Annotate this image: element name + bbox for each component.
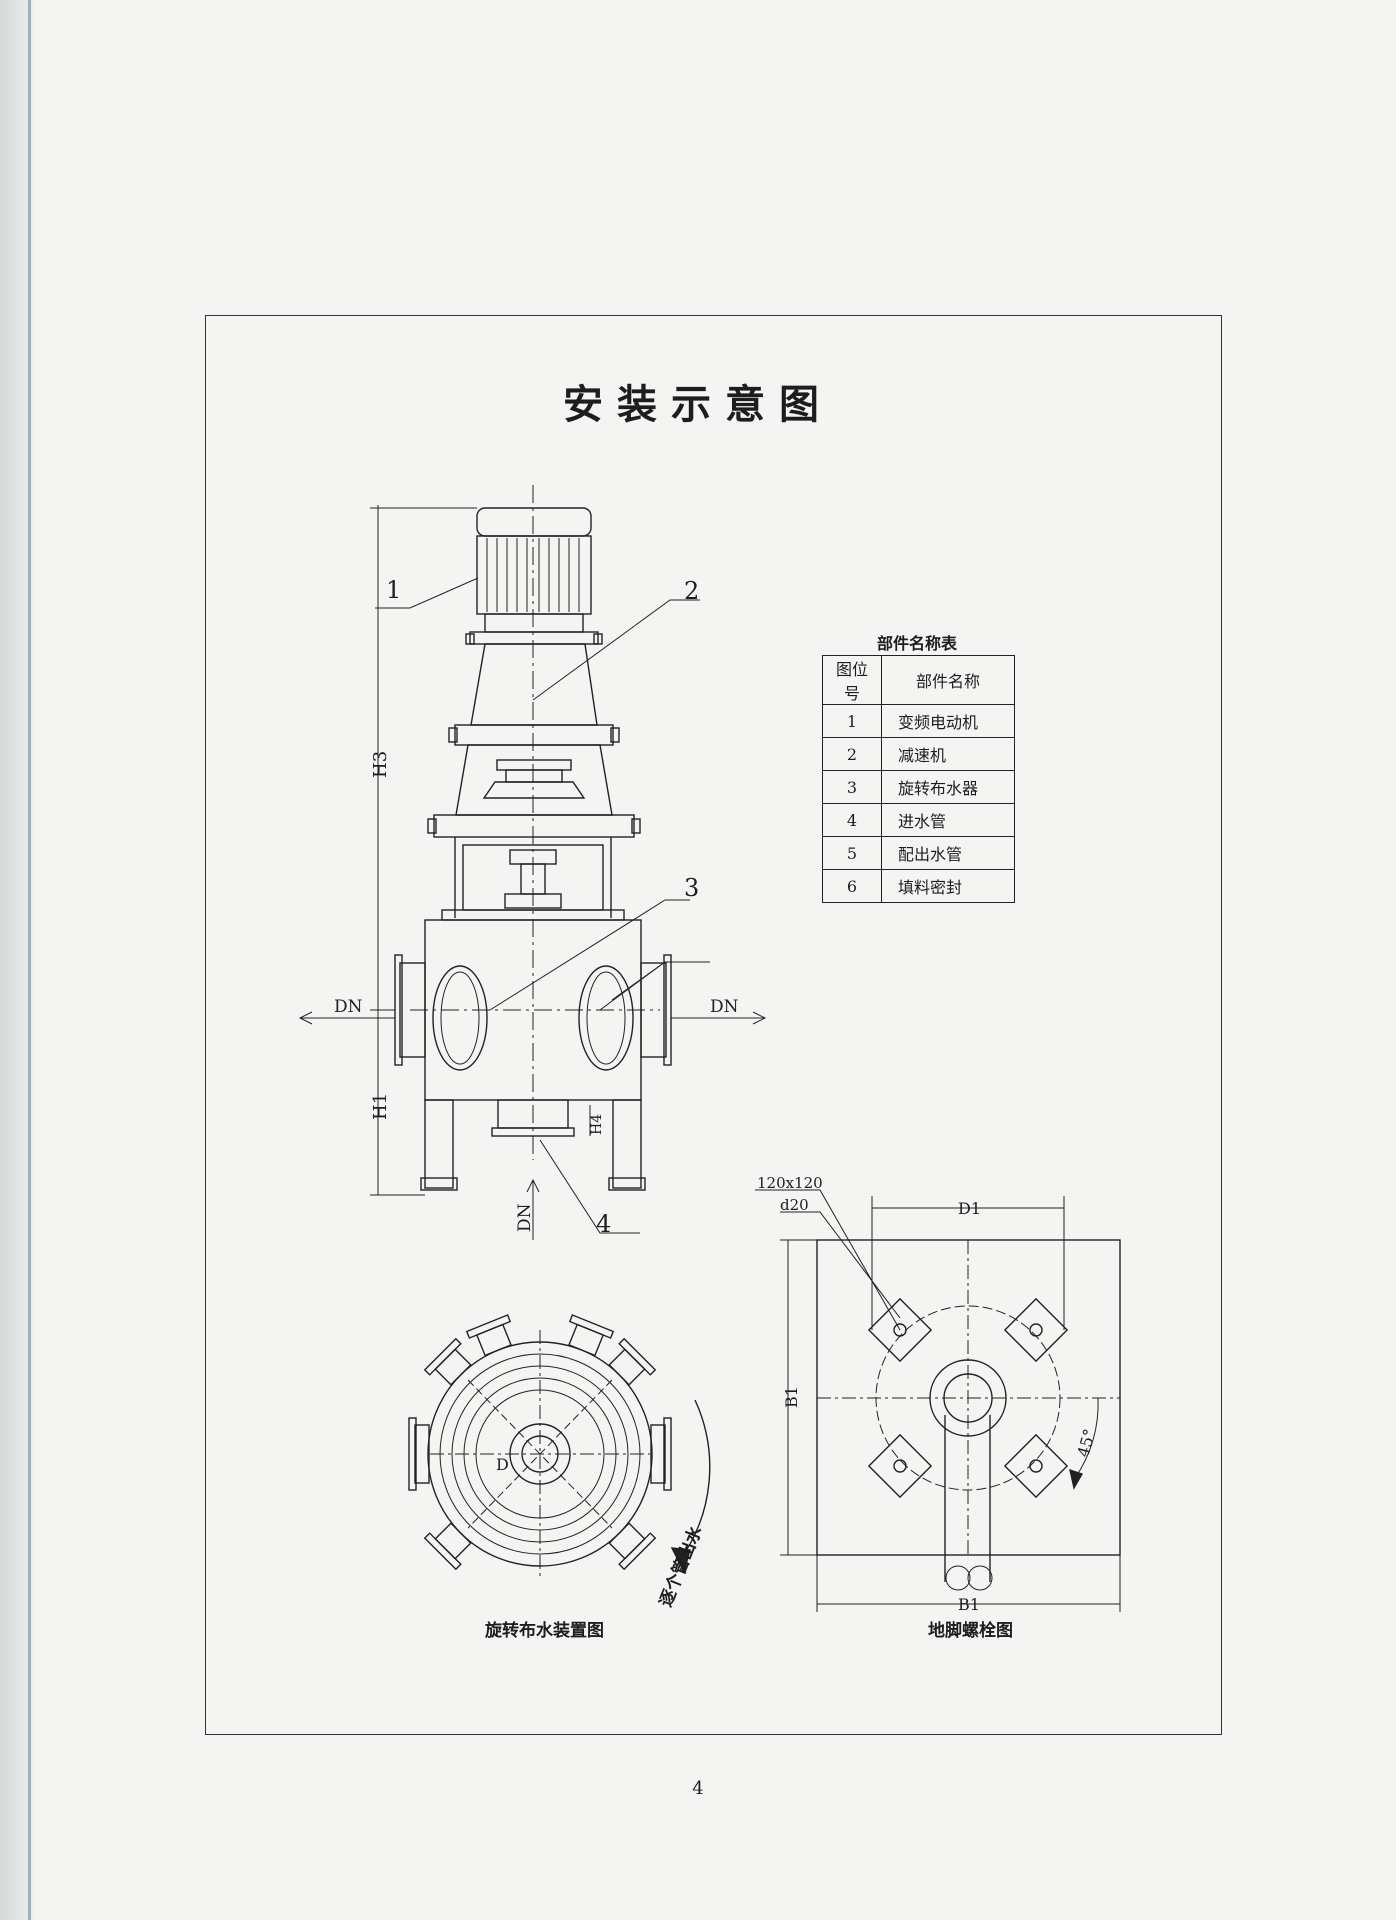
tank-drawing: [394, 919, 672, 1191]
callout-2: 2: [684, 577, 699, 605]
distributor-d-label: D: [496, 1455, 509, 1474]
flow-arrows: [298, 1011, 767, 1240]
row-name: 填料密封: [881, 869, 1015, 903]
distributor-caption: 旋转布水装置图: [484, 1620, 604, 1641]
row-num: 6: [822, 869, 882, 903]
row-name: 旋转布水器: [881, 770, 1015, 804]
binding-edge-line: [28, 0, 31, 1920]
page-title: 安装示意图: [563, 381, 833, 428]
b1-side-label: B1: [782, 1386, 801, 1408]
dim-h3: H3: [370, 751, 391, 778]
pad-label: 120x120: [757, 1174, 823, 1192]
row-name: 配出水管: [881, 836, 1015, 870]
bolt-pads: [867, 1297, 1069, 1499]
bolt-label: d20: [780, 1196, 809, 1214]
b1-bottom-label: B1: [958, 1595, 980, 1614]
coupling-frame: [441, 837, 625, 921]
callout-4: 4: [596, 1210, 611, 1238]
drawing-frame: [205, 315, 1222, 1735]
row-name: 变频电动机: [881, 704, 1015, 738]
anchor-bolt-view: [755, 1189, 1121, 1612]
dimension-lines: [370, 505, 591, 1196]
reducer-drawing: [427, 643, 641, 838]
dim-h4: H4: [589, 1114, 605, 1135]
callout-leaders: [375, 577, 710, 1234]
parts-table-caption: 部件名称表: [876, 634, 957, 653]
motor-drawing: [465, 507, 603, 645]
d1-label: D1: [958, 1199, 981, 1218]
rotation-label: 逐个管出水: [655, 1522, 707, 1610]
page-number: 4: [692, 1778, 704, 1799]
dn-left-label: DN: [334, 997, 363, 1017]
dim-h1: H1: [370, 1093, 391, 1120]
row-num: 4: [822, 803, 882, 837]
angle-label: 45°: [1074, 1427, 1100, 1459]
dn-right-label: DN: [710, 997, 739, 1017]
parts-table-header: 图位号 部件名称: [822, 655, 1015, 705]
row-num: 5: [822, 836, 882, 870]
elevation-view: [298, 485, 767, 1240]
row-num: 1: [822, 704, 882, 738]
distributor-view: [408, 1314, 711, 1580]
row-num: 3: [822, 770, 882, 804]
row-num: 2: [822, 737, 882, 771]
anchor-caption: 地脚螺栓图: [928, 1620, 1013, 1641]
header-num: 图位号: [822, 655, 882, 705]
callout-3: 3: [684, 874, 699, 902]
dn-bottom-label: DN: [515, 1203, 535, 1232]
row-name: 减速机: [881, 737, 1015, 771]
callout-1: 1: [386, 576, 401, 604]
header-name: 部件名称: [881, 655, 1015, 705]
row-name: 进水管: [881, 803, 1015, 837]
